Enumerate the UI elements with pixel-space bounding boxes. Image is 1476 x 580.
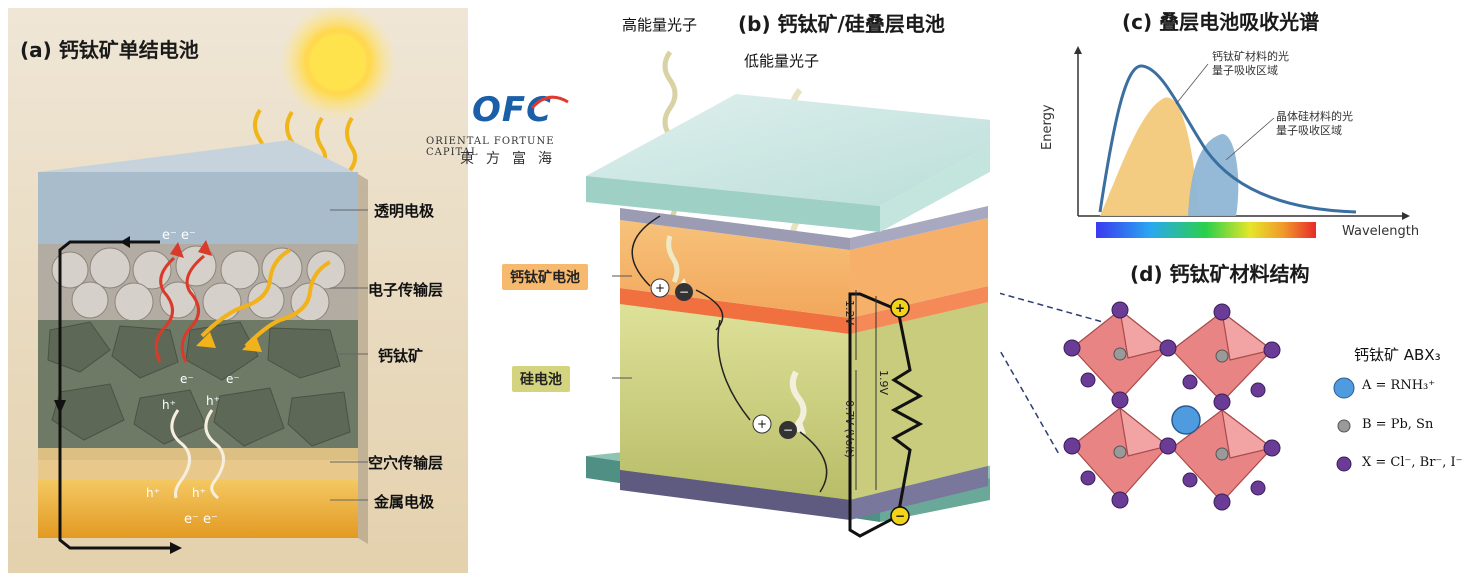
hole-label-right: h⁺: [206, 394, 220, 408]
label-hole-transport-layer: 空穴传输层: [368, 454, 444, 472]
silicon-plus-sign: +: [757, 417, 767, 431]
wavelength-spectrum-bar: [1096, 222, 1316, 238]
panel-d-title: (d) 钙钛矿材料结构: [1130, 262, 1310, 286]
electron-label-bottom: e⁻ e⁻: [184, 512, 218, 527]
silicon-minus-sign: −: [783, 423, 793, 437]
silicon-charges: + −: [752, 414, 797, 439]
octahedra: [1071, 308, 1274, 503]
hole-label-bottom-right: h⁺: [192, 486, 206, 500]
x-site-anions: [1063, 301, 1281, 511]
carrier-paths: [631, 215, 828, 493]
label-electron-transport-layer: 电子传输层: [368, 281, 444, 299]
legend-a-text: A = RNH₃⁺: [1362, 378, 1436, 393]
panel-a-title: (a) 钙钛矿单结电池: [20, 38, 199, 62]
tag-silicon-cell: 硅电池: [512, 366, 570, 392]
panel-c-title: (c) 叠层电池吸收光谱: [1122, 10, 1320, 34]
hole-paths: [170, 409, 225, 500]
positive-terminal-sign: +: [895, 301, 905, 315]
label-perovskite: 钙钛矿: [378, 347, 424, 365]
perovskite-plus-sign: +: [655, 281, 665, 295]
electron-paths: [154, 254, 205, 363]
perovskite-absorption-area: [1100, 97, 1200, 216]
silicon-absorption-area: [1188, 134, 1239, 216]
panel-a: (a) 钙钛矿单结电池 透明电极 电子传输层 钙钛矿 空穴传输层 金属电极 e⁻…: [0, 0, 500, 580]
panel-c: (c) 叠层电池吸收光谱 Energy Wavelength 钙钛矿材料的光 量…: [1030, 0, 1470, 250]
label-low-energy-photon: 低能量光子: [744, 52, 820, 70]
ofc-logo-english: ORIENTAL FORTUNE CAPITAL: [426, 136, 555, 158]
positive-terminal: [890, 298, 910, 318]
voltage-total: 1.9V: [877, 370, 890, 395]
electron-label-right: e⁻: [226, 372, 240, 386]
voltage-silicon: 0.7V (Volt): [843, 400, 856, 458]
electron-label-left: e⁻: [180, 372, 194, 386]
perovskite-charges: + −: [650, 278, 693, 301]
logo-swoosh-icon: [530, 95, 569, 110]
tag-perovskite-cell: 钙钛矿电池: [502, 264, 588, 290]
external-circuit-b: [848, 292, 924, 538]
voltage-perovskite: 1.2V: [843, 300, 856, 325]
perovskite-crystal-structure: [1000, 292, 1355, 511]
panel-b: + − + − 1.2V 1.9V 0.7V (Volt): [500, 0, 990, 580]
absorbed-light-rays: [200, 248, 332, 348]
layer-metal-electrode: [38, 480, 358, 538]
hole-label-bottom-left: h⁺: [146, 486, 160, 500]
perovskite-grains: [47, 321, 351, 447]
y-axis-label: Energy: [1040, 104, 1055, 150]
label-metal-electrode: 金属电极: [374, 493, 435, 511]
perovskite-region-note-line2: 量子吸收区域: [1212, 64, 1278, 77]
silicon-region-note-line2: 量子吸收区域: [1276, 124, 1342, 137]
panel-a-figure: [8, 4, 468, 573]
perovskite-minus-sign: −: [679, 285, 689, 299]
legend-a-marker: [1333, 377, 1355, 399]
negative-terminal: [890, 506, 910, 526]
panel-b-figure: + − + − 1.2V 1.9V 0.7V (Volt): [586, 50, 990, 538]
absorption-spectrum-chart: [1074, 46, 1410, 238]
x-axis-label: Wavelength: [1342, 224, 1420, 239]
external-circuit: [58, 240, 176, 550]
panel-d: (d) 钙钛矿材料结构: [1000, 250, 1476, 580]
ofc-logo-chinese: 東方富海: [460, 151, 564, 167]
legend-x-text: X = Cl⁻, Br⁻, I⁻: [1362, 455, 1463, 470]
ofc-logo-mark: OFC: [472, 90, 553, 130]
recombination-layer: [620, 288, 850, 334]
panel-b-title: (b) 钙钛矿/硅叠层电池: [738, 12, 945, 36]
solar-spectrum-curve: [1098, 64, 1357, 214]
legend-x-marker: [1336, 456, 1352, 472]
hole-label-left: h⁺: [162, 398, 176, 412]
legend-b-marker: [1337, 419, 1351, 433]
negative-terminal-sign: −: [895, 509, 905, 523]
perovskite-region-note-line1: 钙钛矿材料的光: [1212, 50, 1289, 63]
b-site-cations: [1113, 347, 1229, 461]
legend-b-text: B = Pb, Sn: [1362, 417, 1434, 432]
label-transparent-electrode: 透明电极: [374, 202, 435, 220]
electron-label-top: e⁻ e⁻: [162, 228, 196, 243]
label-high-energy-photon: 高能量光子: [622, 16, 698, 34]
a-site-cation: [1171, 405, 1201, 435]
ofc-logo: OFC ORIENTAL FORTUNE CAPITAL 東方富海: [420, 90, 610, 170]
silicon-region-note-line1: 晶体硅材料的光: [1276, 110, 1353, 123]
formula-label: 钙钛矿 ABX₃: [1354, 346, 1441, 364]
top-glass: [586, 94, 990, 206]
